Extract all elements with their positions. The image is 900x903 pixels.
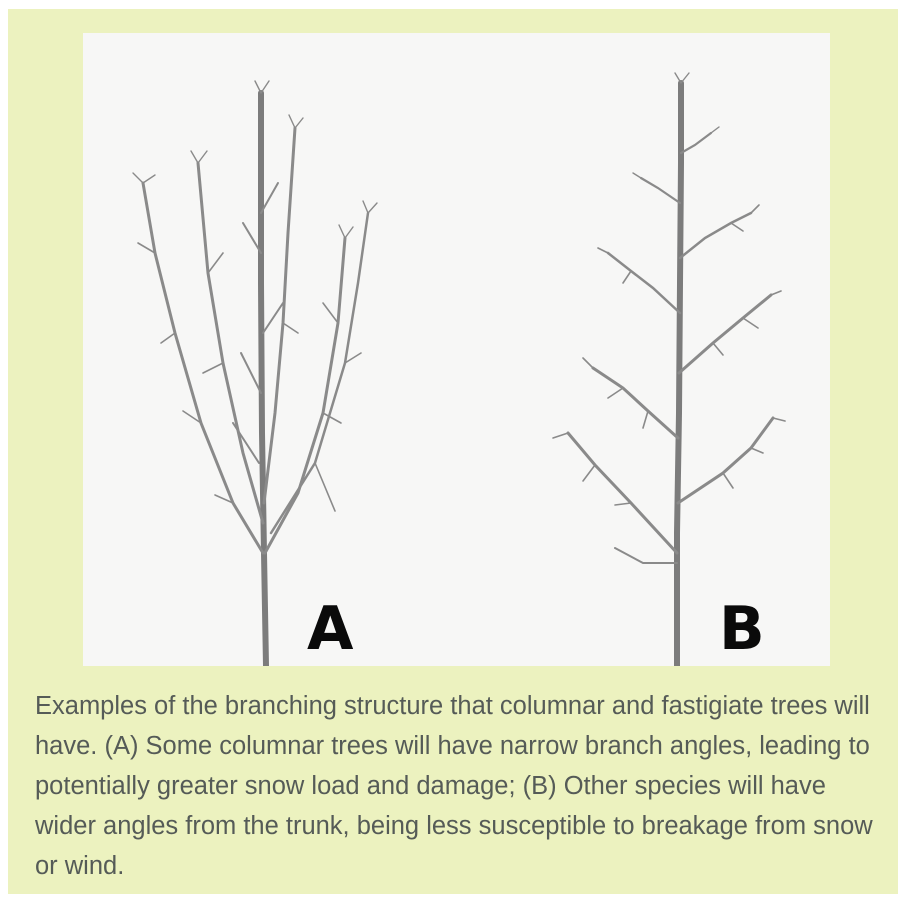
panel-label-b: B (719, 599, 765, 659)
tree-illustration: A B (83, 33, 830, 666)
figure-card: A B Examples of the branching structure … (8, 9, 898, 894)
tree-sketch-drawing (83, 33, 830, 666)
figure-caption: Examples of the branching structure that… (35, 686, 885, 886)
tree-b-sketch (553, 73, 785, 666)
tree-a-sketch (133, 81, 377, 666)
panel-label-a: A (307, 599, 353, 659)
